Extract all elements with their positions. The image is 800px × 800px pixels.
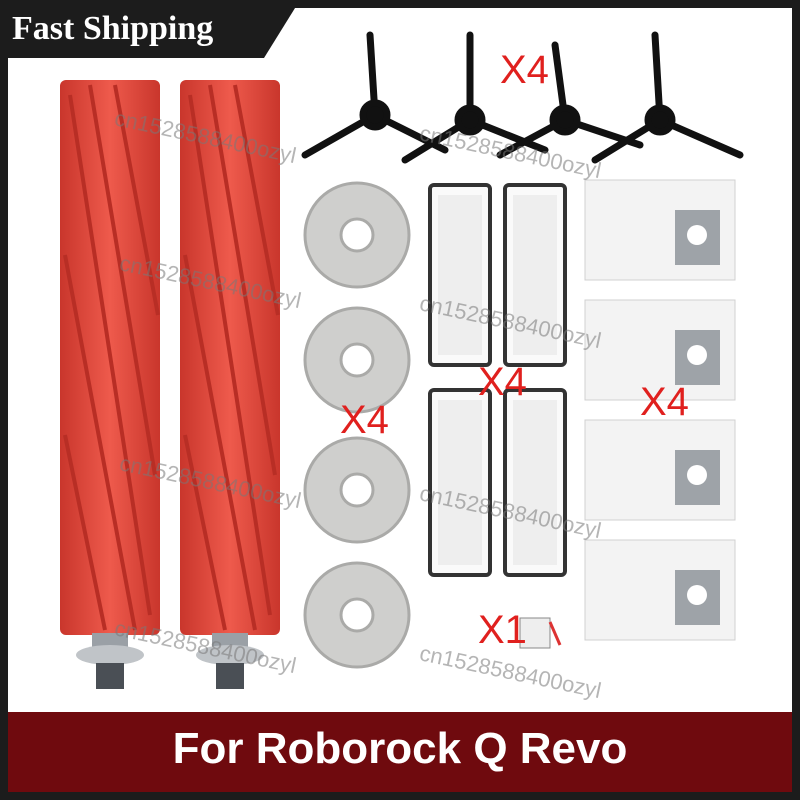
roller-brush-left: [60, 80, 160, 689]
hepa-filter: [503, 183, 567, 367]
filters: [428, 183, 567, 577]
qty-side-brush: X4: [500, 48, 549, 92]
product-title: For Roborock Q Revo: [172, 724, 628, 773]
fast-shipping-banner: Fast Shipping: [0, 0, 300, 58]
side-brush: [301, 31, 449, 159]
qty-filter: X4: [478, 360, 527, 404]
mop-pad: [303, 306, 411, 414]
side-brush: [401, 31, 549, 164]
main-roller-brushes: [60, 80, 280, 689]
side-brushes: [301, 31, 744, 164]
qty-cleaning-tool: X1: [478, 608, 527, 652]
mop-pad: [303, 436, 411, 544]
hepa-filter: [428, 388, 492, 577]
footer-bar: [0, 712, 800, 800]
side-brush: [496, 41, 644, 159]
mop-pad: [303, 181, 411, 289]
dust-bag: [584, 299, 736, 401]
qty-bag: X4: [640, 380, 689, 424]
dust-bag: [584, 419, 736, 521]
roller-brush-right: [180, 80, 280, 689]
hepa-filter: [428, 183, 492, 367]
mop-pads: [303, 181, 411, 669]
dust-bag: [584, 539, 736, 641]
side-brush: [591, 31, 744, 164]
hepa-filter: [503, 388, 567, 577]
mop-pad: [303, 561, 411, 669]
cleaning-tool: [519, 617, 562, 649]
dust-bag: [584, 179, 736, 281]
qty-mop: X4: [340, 398, 389, 442]
dust-bags: [584, 179, 736, 641]
